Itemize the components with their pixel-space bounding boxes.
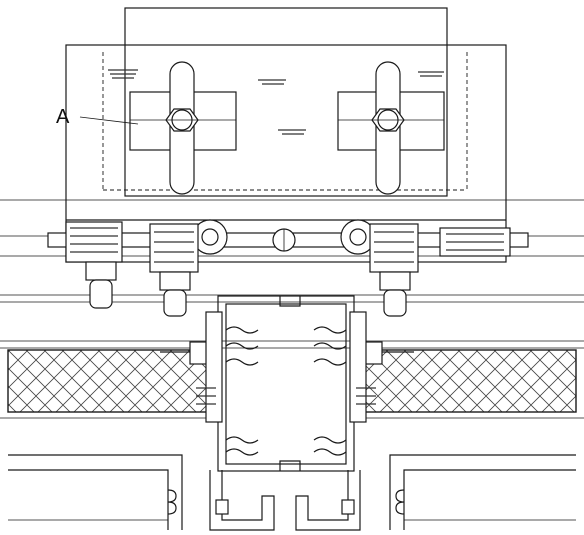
mullion-profile (217, 295, 355, 472)
left-slotted-bolt (129, 61, 237, 195)
bracket-front-plate (65, 44, 507, 263)
insulation-panel-right (361, 349, 577, 413)
bottom-channel-right (295, 470, 361, 531)
plate-surface-marks (108, 69, 444, 135)
bottom-panel-right (389, 454, 576, 530)
bracket-back-plate (124, 7, 448, 197)
nut-stack-far-left (85, 261, 117, 309)
label-a: A (56, 106, 70, 128)
side-clip-left (160, 311, 223, 423)
bottom-channel-left (209, 470, 275, 531)
insulation-panel-left (7, 349, 209, 413)
label-a-callout: A (56, 106, 139, 128)
nut-stack-left (149, 223, 199, 317)
nut-stack-right (369, 223, 419, 317)
side-clip-right (349, 311, 414, 423)
rail-fixing-blocks (65, 221, 511, 263)
bottom-panel-left (8, 454, 183, 530)
right-slotted-bolt (337, 61, 445, 195)
